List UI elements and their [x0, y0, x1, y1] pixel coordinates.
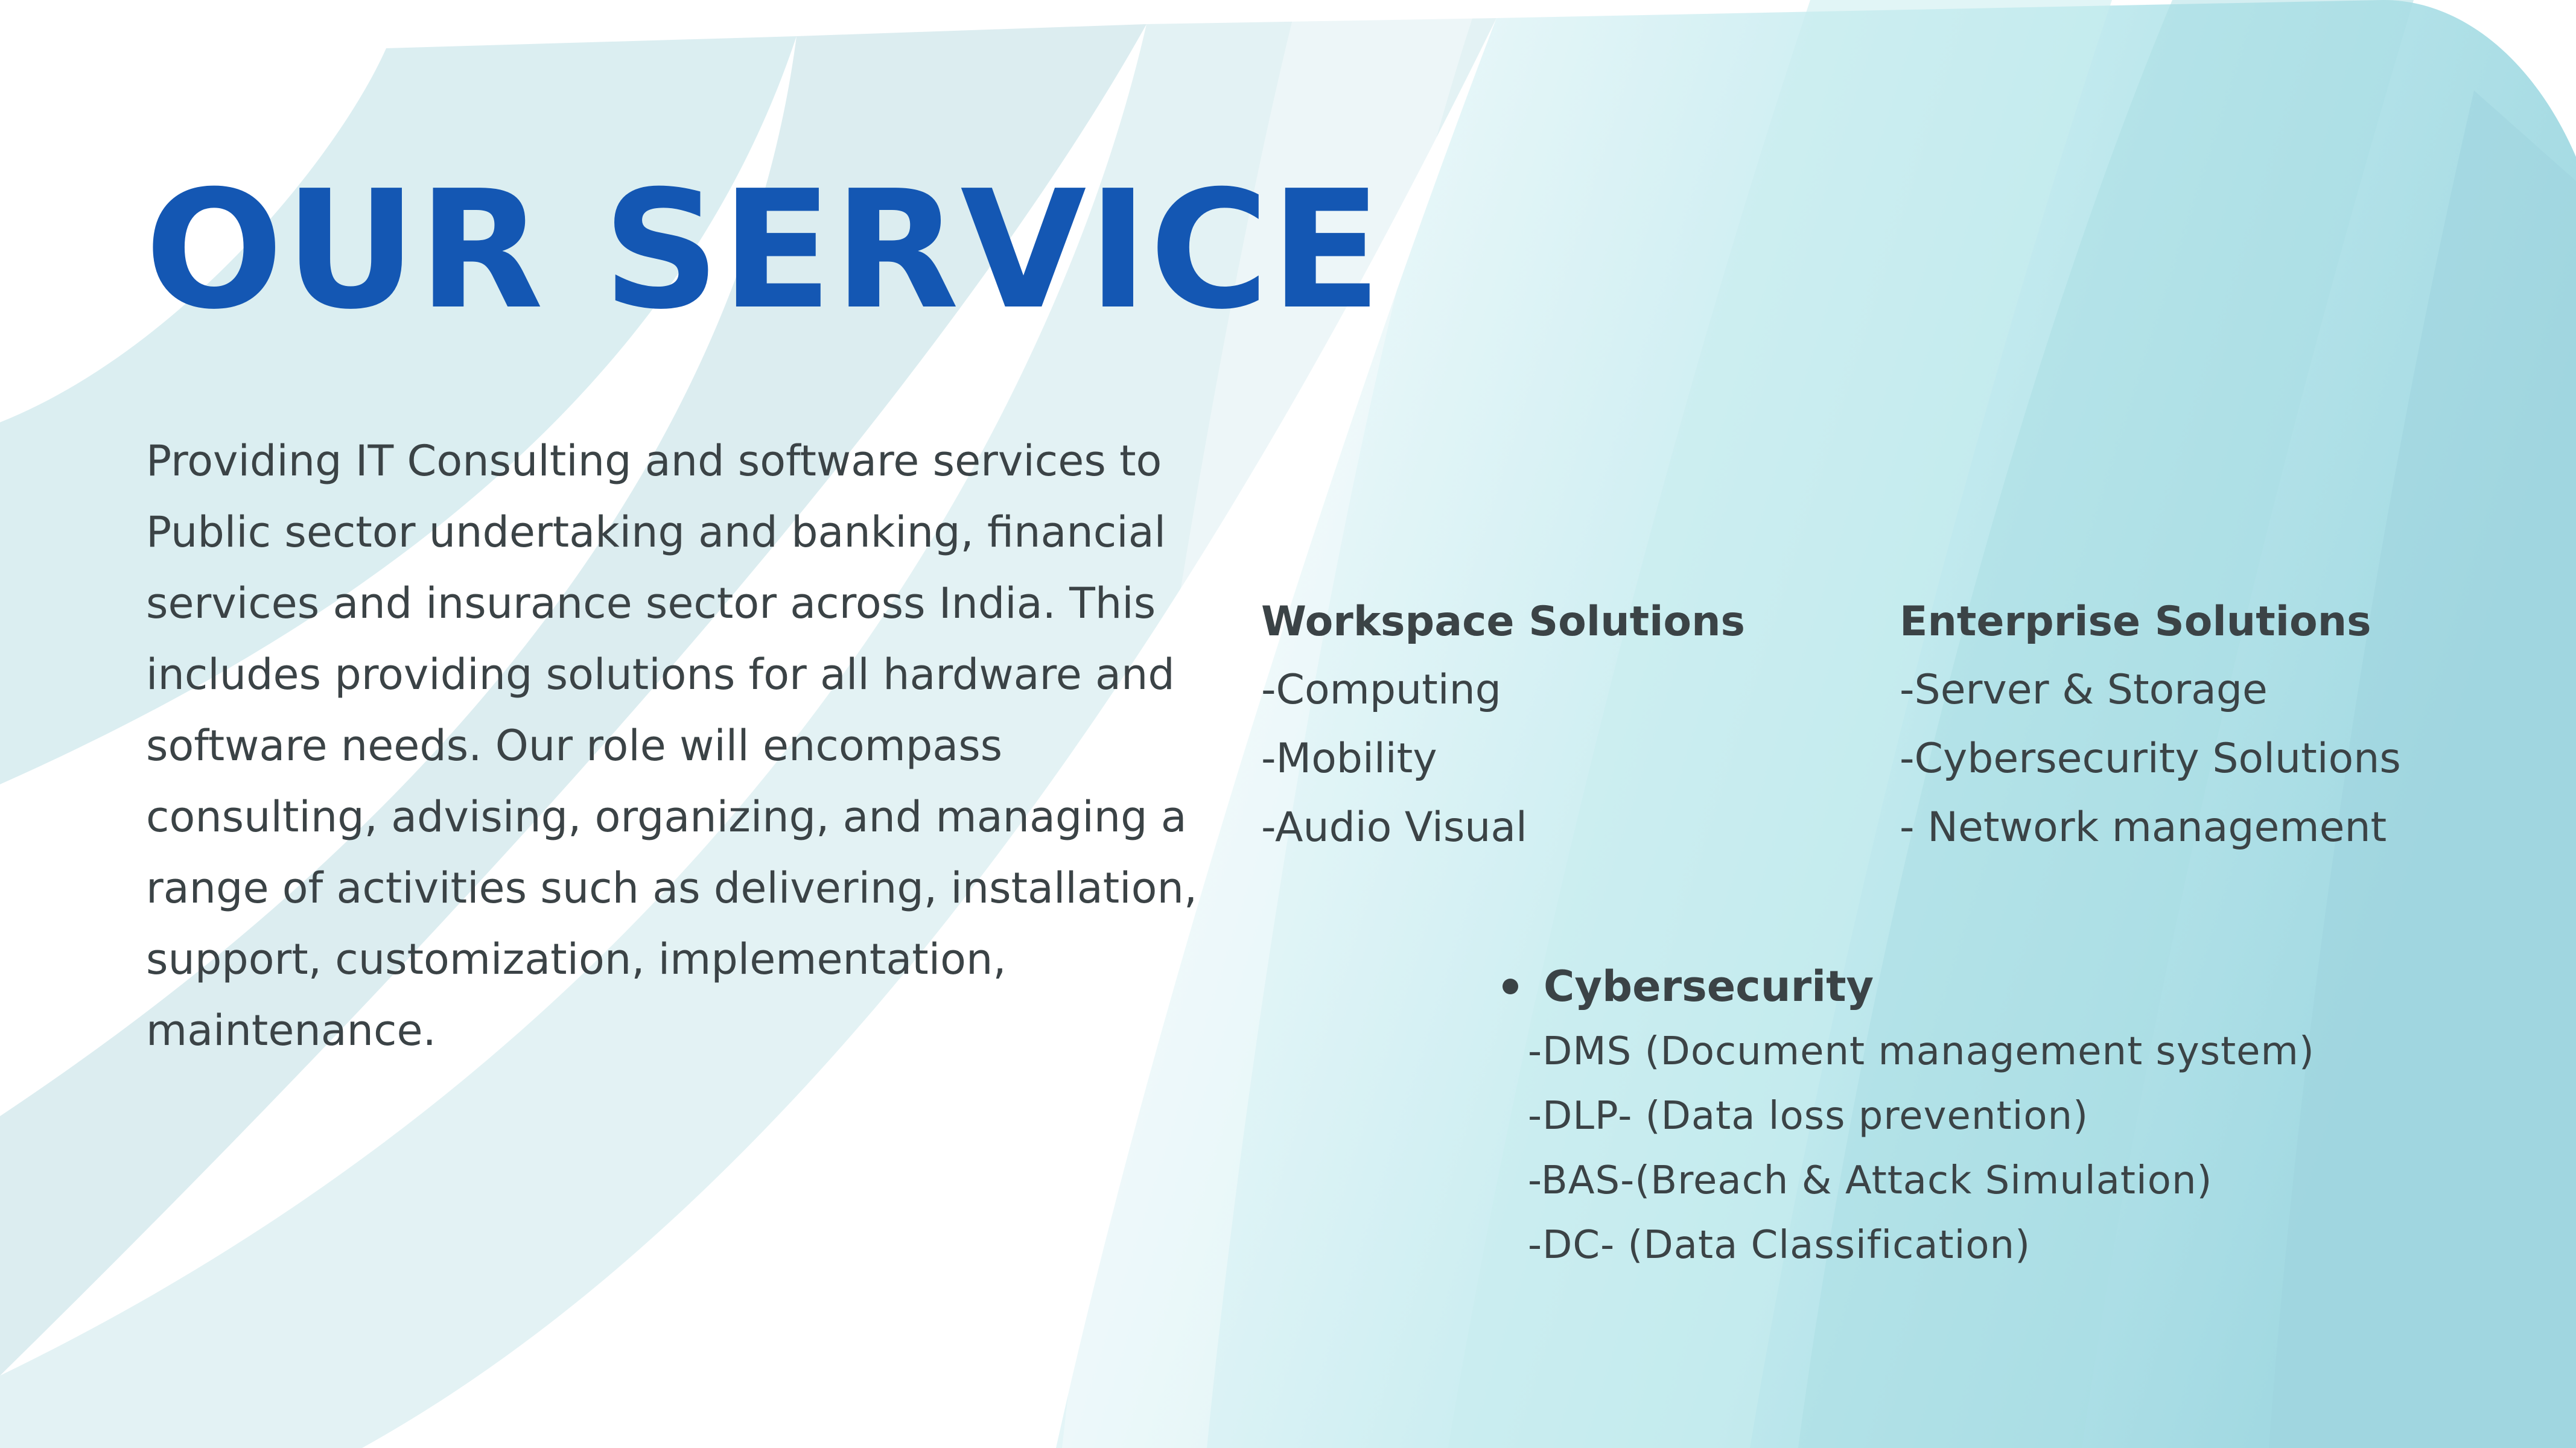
cybersecurity-heading-row: Cybersecurity	[1503, 953, 2468, 1020]
cybersecurity-heading: Cybersecurity	[1544, 962, 1874, 1011]
background-band-lower	[0, 18, 1496, 1448]
cybersecurity-item: -DMS (Document management system)	[1528, 1029, 2315, 1074]
workspace-solutions-heading: Workspace Solutions	[1261, 598, 1746, 646]
workspace-item: -Audio Visual	[1261, 804, 1527, 851]
service-description: Providing IT Consulting and software ser…	[146, 436, 1198, 1055]
bullet-icon	[1503, 979, 1518, 994]
background-white-curve	[1062, 0, 1478, 1448]
cybersecurity-section: Cybersecurity -DMS (Document management …	[1503, 953, 2468, 1278]
background-teal-stripe-1	[1448, 0, 2112, 1448]
enterprise-solutions-heading: Enterprise Solutions	[1900, 598, 2371, 646]
enterprise-item: -Cybersecurity Solutions	[1900, 735, 2401, 783]
cybersecurity-item: -BAS-(Breach & Attack Simulation)	[1528, 1158, 2213, 1203]
cybersecurity-item: -DLP- (Data loss prevention)	[1528, 1094, 2089, 1138]
background-band-mid	[0, 24, 1146, 1376]
workspace-item: -Computing	[1261, 666, 1501, 714]
workspace-solutions-column: Workspace Solutions -Computing -Mobility…	[1261, 588, 1865, 862]
cybersecurity-item: -DC- (Data Classification)	[1528, 1223, 2031, 1268]
background-teal-stripe-2	[1798, 0, 2414, 1448]
enterprise-item: - Network management	[1900, 804, 2387, 851]
background-teal-stripe-3	[2269, 91, 2576, 1448]
workspace-item: -Mobility	[1261, 735, 1437, 783]
enterprise-solutions-column: Enterprise Solutions -Server & Storage -…	[1900, 588, 2563, 862]
page-title: OUR SERVICE	[145, 155, 1383, 345]
background-band-left	[0, 36, 797, 784]
enterprise-item: -Server & Storage	[1900, 666, 2268, 714]
